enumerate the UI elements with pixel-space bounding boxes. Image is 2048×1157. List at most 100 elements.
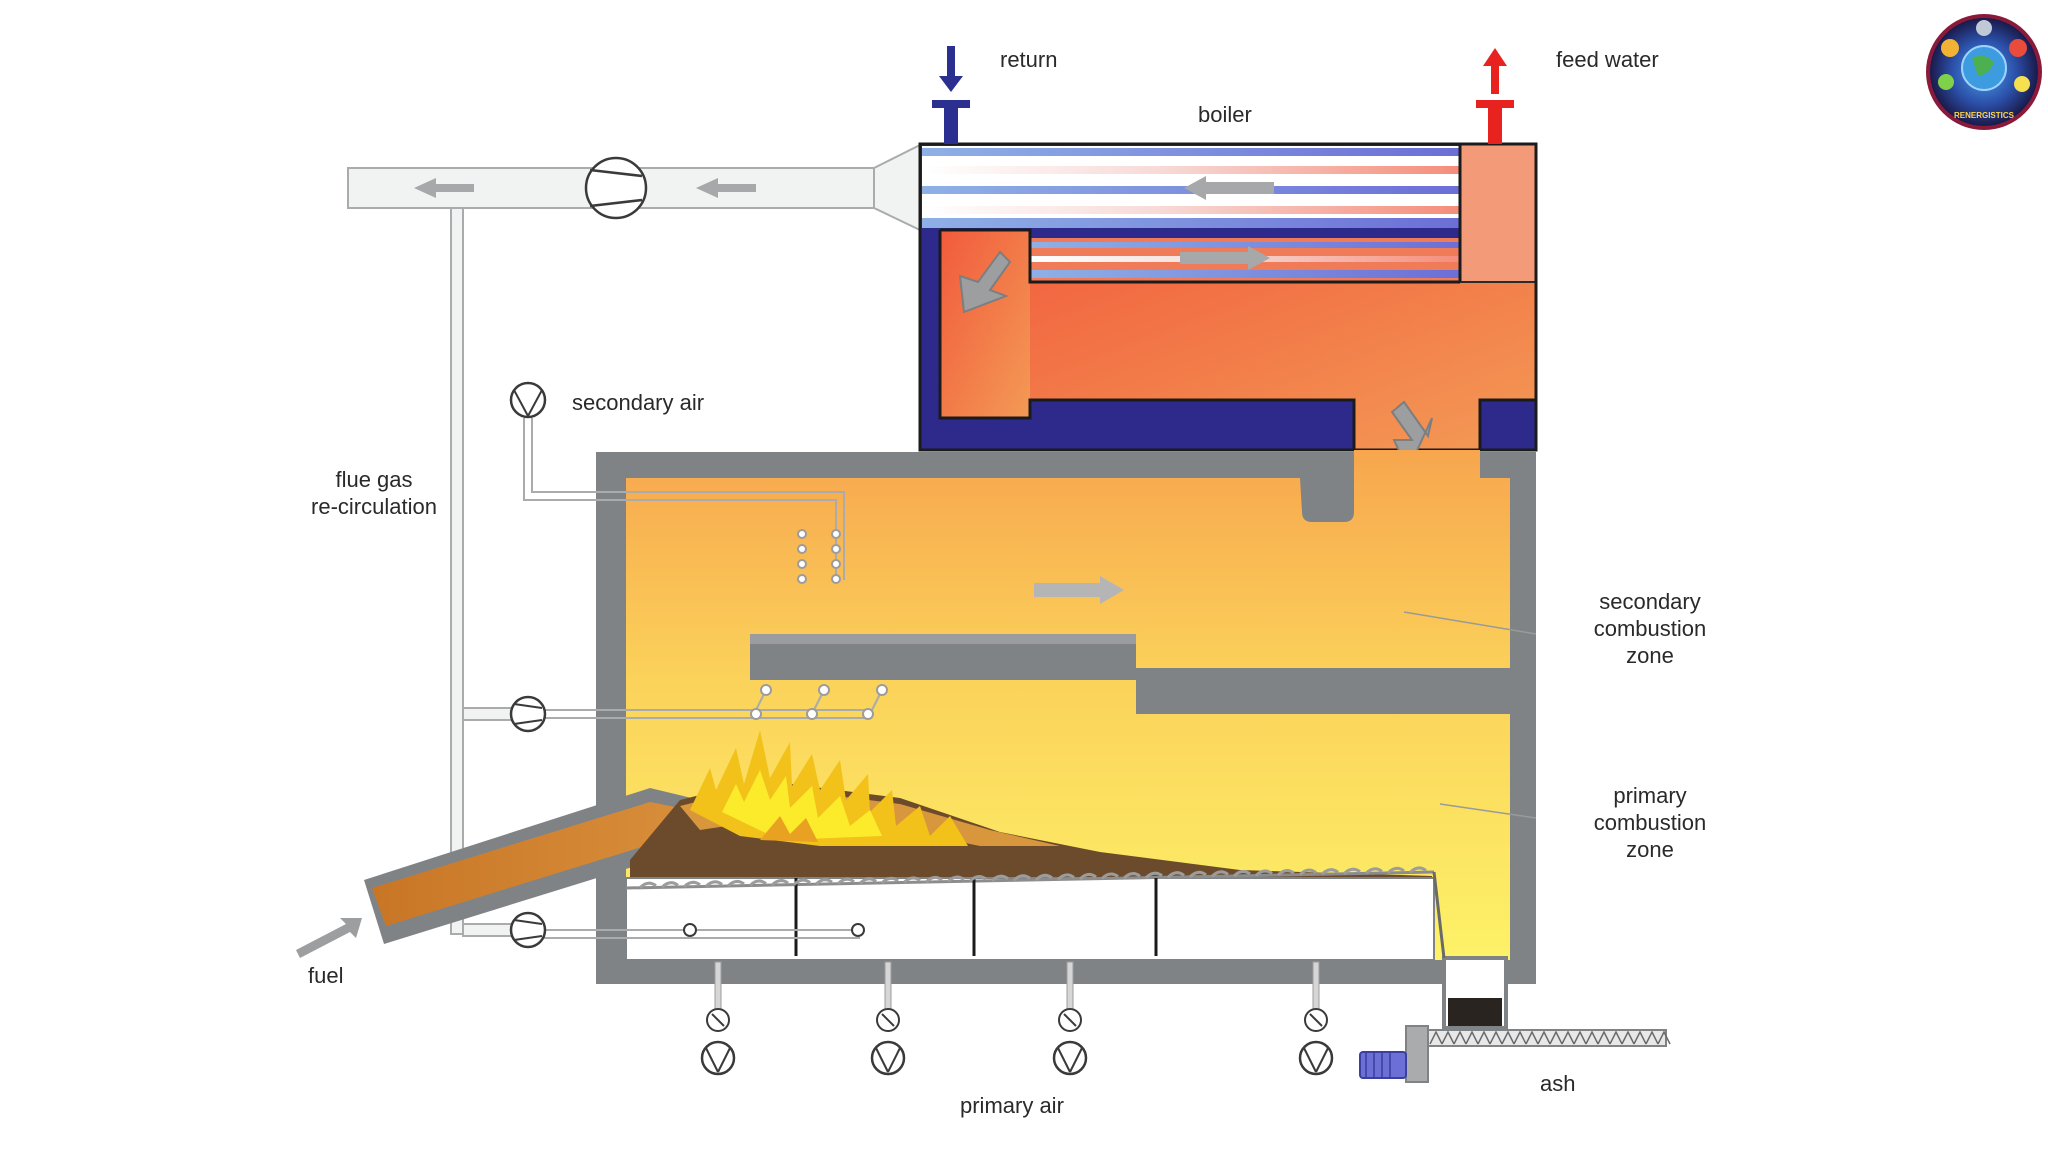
secondary-air-lines	[523, 418, 888, 720]
air-nozzle-icon	[831, 574, 841, 584]
screw-flight	[1645, 1030, 1659, 1045]
screw-flight	[1657, 1030, 1671, 1045]
down-arrow-icon	[939, 76, 963, 92]
flue-gas-line-1: flue gas	[335, 467, 413, 492]
screw-flight	[1621, 1030, 1635, 1045]
motor-icon	[1359, 1051, 1407, 1079]
flow-arrow-icon	[1180, 246, 1270, 270]
screw-flight	[1441, 1030, 1455, 1045]
primary-air-fans	[700, 961, 1334, 1076]
grate-bar	[1364, 867, 1383, 875]
primary-zone-line-2: combustion	[1593, 810, 1707, 835]
screw-flight	[1573, 1030, 1587, 1045]
grate-bar	[968, 875, 987, 883]
grate-bar	[1210, 870, 1229, 878]
primary-air-label: primary air	[960, 1093, 1064, 1118]
secondary-zone-line-2: combustion	[1593, 616, 1707, 641]
air-nozzle-icon	[797, 529, 807, 539]
fuel-label: fuel	[308, 963, 344, 988]
grate-bar	[1144, 871, 1163, 879]
air-nozzle-icon	[831, 529, 841, 539]
recirc-fan-icon	[509, 695, 547, 733]
flow-arrow-icon	[696, 178, 756, 198]
screw-flight	[1609, 1030, 1623, 1045]
grate-bar	[1166, 871, 1185, 879]
return-label: return	[1000, 47, 1058, 72]
grate-bar	[1034, 873, 1053, 881]
primary-air-fan-icon	[700, 961, 736, 1076]
globe-logo-icon: RENERGISTICS	[1926, 14, 2042, 130]
grate-bar	[1122, 872, 1141, 880]
grate-bar	[836, 877, 855, 885]
secondary-zone-line-1: secondary	[1599, 589, 1701, 614]
fuel-feed	[296, 788, 700, 958]
secondary-zone-label: secondary combustion zone	[1570, 588, 1730, 669]
grate	[529, 866, 1446, 961]
grate-bar	[990, 874, 1009, 882]
boiler-label: boiler	[1198, 102, 1252, 127]
screw-flight	[1585, 1030, 1599, 1045]
primary-air-fan-icon	[1298, 961, 1334, 1076]
grate-bar	[660, 881, 679, 889]
grate-bar	[880, 876, 899, 885]
grate-bar	[1078, 872, 1097, 881]
grate-bar	[792, 878, 811, 886]
screw-flight	[1537, 1030, 1551, 1045]
screw-flight	[1489, 1030, 1503, 1045]
flue-gas-label: flue gas re-circulation	[296, 466, 452, 520]
secondary-zone-line-3: zone	[1626, 643, 1674, 668]
ash-conveyor	[1359, 1025, 1671, 1083]
screw-flight	[1525, 1030, 1539, 1045]
grate-bar	[814, 878, 833, 886]
air-nozzle-icon	[831, 544, 841, 554]
return-pipe	[932, 46, 970, 144]
air-nozzle-icon	[797, 574, 807, 584]
grate-bar	[858, 877, 877, 885]
grate-bar	[1342, 867, 1361, 875]
primary-air-fan-icon	[870, 961, 906, 1076]
svg-text:RENERGISTICS: RENERGISTICS	[1954, 111, 2015, 120]
air-nozzle-icon	[797, 559, 807, 569]
grate-bar	[1276, 869, 1295, 877]
flow-arrow-icon	[958, 250, 1012, 314]
secondary-air-fan-icon	[509, 381, 547, 419]
flue-gas-duct	[347, 143, 921, 937]
screw-flight	[1501, 1030, 1515, 1045]
primary-air-fan-icon	[1052, 961, 1088, 1076]
feed-water-label: feed water	[1556, 47, 1659, 72]
primary-zone-line-1: primary	[1613, 783, 1687, 808]
exhaust-fan-icon	[584, 156, 648, 220]
air-nozzle-icon	[797, 544, 807, 554]
screw-flight	[1549, 1030, 1563, 1045]
grate-bar	[1408, 866, 1427, 874]
grate-bar	[1188, 870, 1207, 878]
screw-flight	[1453, 1030, 1467, 1045]
air-nozzle-icon	[831, 559, 841, 569]
flame-icon	[690, 730, 968, 846]
flue-gas-line-2: re-circulation	[311, 494, 437, 519]
screw-flight	[1513, 1030, 1527, 1045]
screw-flight	[1561, 1030, 1575, 1045]
grate-bar	[638, 881, 657, 889]
primary-zone-label: primary combustion zone	[1570, 782, 1730, 863]
grate-bar	[770, 879, 789, 887]
flow-arrow-icon	[414, 178, 474, 198]
screw-flight	[1597, 1030, 1611, 1045]
grate-bar	[1254, 869, 1273, 877]
fuel-arrow-icon	[296, 918, 362, 958]
secondary-air-label: secondary air	[572, 390, 705, 415]
grate-bar	[1056, 873, 1075, 881]
grate-bar	[1298, 868, 1317, 876]
grate-bar	[1100, 872, 1119, 880]
up-arrow-icon	[1483, 48, 1507, 66]
flow-arrow-icon	[1034, 576, 1124, 604]
grate-bar	[924, 876, 943, 884]
ash-label: ash	[1540, 1071, 1576, 1096]
boiler-unit	[918, 142, 1538, 473]
screw-flight	[1465, 1030, 1479, 1045]
grate-bar	[902, 876, 921, 884]
grate-bar	[682, 880, 701, 888]
grate-bar	[1320, 868, 1339, 876]
